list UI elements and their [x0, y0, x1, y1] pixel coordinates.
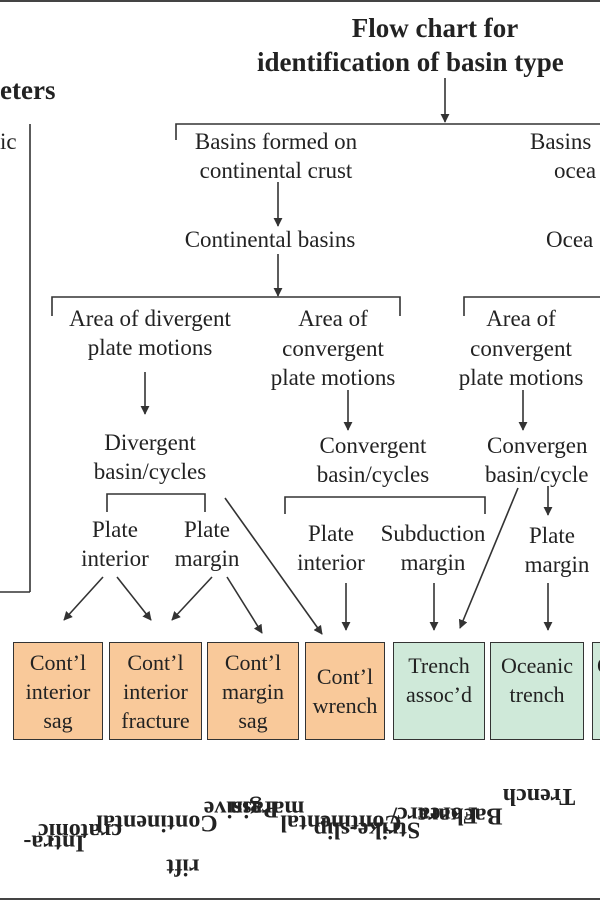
chart-title-line-1: Flow chart for: [351, 13, 519, 43]
basin-box-clipped: O: [592, 642, 600, 740]
convergent-cont-motions-line-3: plate motions: [270, 365, 396, 390]
divergent-motions-line-2: plate motions: [87, 335, 213, 360]
divergent-cycles-line-1: Divergent: [104, 430, 196, 455]
plate-interior-div-line-2: interior: [81, 546, 149, 571]
continental-basins-label: Continental basins: [184, 227, 356, 252]
convergent-cont-motions-line-1: Area of: [298, 306, 368, 331]
divergent-motions-line-1: Area of divergent: [69, 306, 231, 331]
convergent-ocean-motions-line-2: convergent: [470, 336, 572, 361]
plate-margin-ocean-line-1: Plate: [529, 523, 575, 548]
bracket-divergent-settings: [106, 493, 206, 512]
plate-interior-conv-line-2: interior: [297, 550, 365, 575]
plate-interior-conv-line-1: Plate: [308, 521, 354, 546]
bracket-continental-motions: [51, 296, 401, 316]
bracket-oceanic-motions: [463, 296, 600, 316]
plate-margin-div-line-2: margin: [174, 546, 240, 571]
convergent-ocean-cycles-line-1: Convergen: [487, 433, 588, 458]
convergent-cont-motions-line-2: convergent: [282, 336, 384, 361]
arrow-interior-to-sag: [63, 576, 104, 621]
convergent-cont-cycles-line-1: Convergent: [319, 433, 427, 458]
arrow-margin-to-margin-sag: [226, 576, 263, 634]
oceanic-crust-line-1: Basins: [530, 129, 592, 154]
convergent-ocean-cycles-line-2: basin/cycle: [485, 462, 589, 487]
convergent-ocean-motions-line-3: plate motions: [458, 365, 584, 390]
convergent-ocean-motions-line-1: Area of: [486, 306, 556, 331]
arrow-margin-to-fracture: [171, 576, 213, 621]
subduction-margin-line-2: margin: [400, 550, 466, 575]
oceanic-basins-label: Ocea: [546, 227, 594, 252]
plate-interior-div-line-1: Plate: [92, 517, 138, 542]
subduction-margin-line-1: Subduction: [380, 521, 486, 546]
plate-margin-ocean-line-2: margin: [524, 552, 590, 577]
arrow-oceanic-to-trench-assoc: [458, 487, 519, 629]
left-panel-text-fragment: ic: [0, 129, 17, 154]
chart-title-line-2: identification of basin type: [257, 47, 564, 77]
left-panel-heading: eters: [0, 75, 56, 105]
plate-margin-div-line-1: Plate: [184, 517, 230, 542]
arrow-divergent-to-wrench: [224, 497, 323, 635]
bracket-convergent-settings: [284, 496, 486, 514]
convergent-cont-cycles-line-2: basin/cycles: [316, 462, 430, 487]
divergent-cycles-line-2: basin/cycles: [93, 459, 207, 484]
bracket-crust-types: [175, 123, 600, 140]
arrow-interior-to-fracture: [116, 576, 152, 621]
continental-crust-line-1: Basins formed on: [194, 129, 358, 154]
continental-crust-line-2: continental crust: [199, 158, 353, 183]
oceanic-crust-line-2: ocea: [554, 158, 597, 183]
